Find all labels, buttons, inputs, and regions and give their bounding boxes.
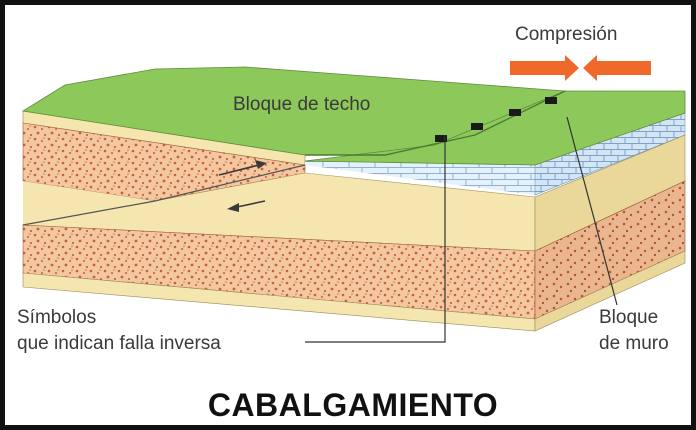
hanging-wall-arrow bbox=[218, 160, 267, 176]
compression-arrow-left bbox=[583, 55, 651, 81]
footwall-label-line1: Bloque bbox=[599, 307, 659, 328]
hanging-wall-label: Bloque de techo bbox=[233, 94, 371, 115]
footwall-leader-line bbox=[566, 116, 618, 306]
fault-tooth bbox=[435, 135, 447, 142]
fault-tooth bbox=[545, 97, 557, 104]
reverse-fault-block-diagram bbox=[21, 55, 686, 343]
footwall-label-line2: de muro bbox=[599, 333, 669, 354]
fault-trace bbox=[22, 164, 306, 226]
reverse-fault-symbols bbox=[435, 97, 557, 142]
footwall-top bbox=[304, 90, 686, 166]
fault-tooth bbox=[471, 123, 483, 130]
compression-arrow-right bbox=[510, 55, 579, 81]
footwall-front bbox=[22, 161, 536, 332]
compression-label: Compresión bbox=[515, 24, 618, 45]
symbols-label-line2: que indican falla inversa bbox=[17, 333, 221, 354]
fault-tooth bbox=[509, 109, 521, 116]
right-side-face bbox=[534, 112, 686, 332]
footwall-arrow bbox=[227, 200, 266, 212]
symbols-leader-line bbox=[305, 135, 446, 343]
compression-arrows bbox=[510, 55, 651, 81]
diagram-title: CABALGAMIENTO bbox=[207, 387, 499, 423]
symbols-label-line1: Símbolos bbox=[17, 307, 97, 328]
